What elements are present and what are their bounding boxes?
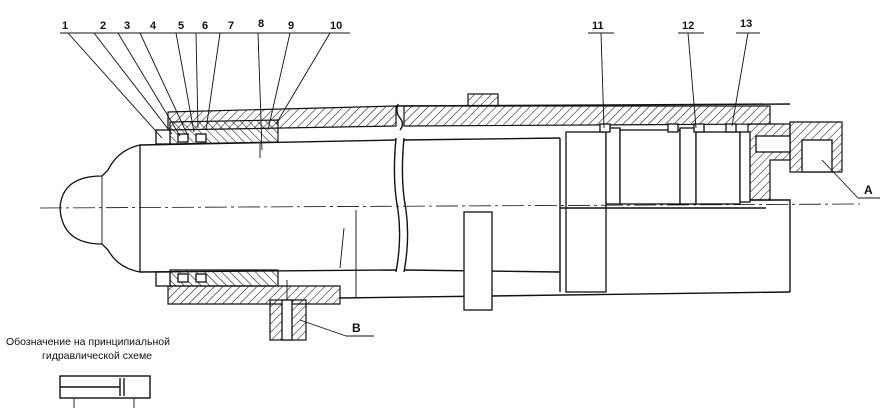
part-label-10: 10: [330, 20, 342, 32]
schematic-caption: Обозначение на принципиальной гидравличе…: [6, 336, 170, 362]
caption-line-2: гидравлической схеме: [42, 350, 152, 362]
center-line: [39, 203, 861, 209]
port-label-b: B: [352, 321, 361, 335]
caption-line-1: Обозначение на принципиальной: [6, 336, 170, 348]
piston-assembly: [355, 123, 766, 311]
part-label-12: 12: [682, 20, 694, 32]
part-label-5: 5: [178, 20, 184, 32]
port-label-a: A: [864, 183, 873, 197]
part-number-labels: 1 2 3 4 5 6 7 8 9 10 11 12 13 A B: [62, 18, 873, 335]
part-label-13: 13: [740, 18, 752, 30]
part-label-7: 7: [228, 20, 234, 32]
part-label-1: 1: [62, 20, 68, 32]
cylinder-body: [155, 93, 843, 341]
part-label-11: 11: [592, 20, 604, 32]
part-label-6: 6: [202, 20, 208, 32]
part-label-2: 2: [100, 20, 106, 32]
hydraulic-cylinder-symbol: [59, 375, 151, 408]
piston-rod: [59, 137, 561, 273]
part-label-8: 8: [258, 18, 264, 30]
part-label-4: 4: [150, 20, 157, 32]
part-label-9: 9: [288, 20, 294, 32]
part-label-3: 3: [124, 20, 130, 32]
leader-lines: [60, 32, 880, 337]
